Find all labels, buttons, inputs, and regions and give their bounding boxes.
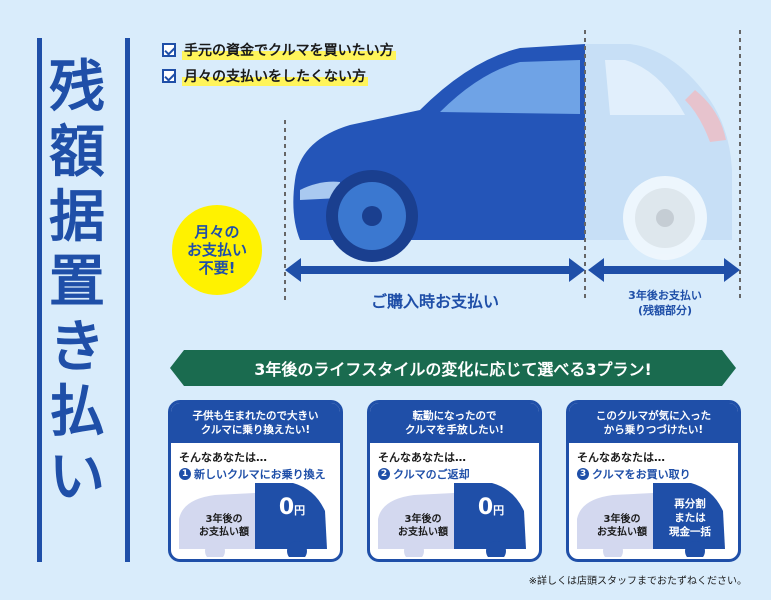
arrow-residual <box>588 258 740 282</box>
vertical-title: 残 額 据 置 き 払 い <box>45 55 109 511</box>
amount-line: 再分割 <box>674 498 706 510</box>
plan-option-text: クルマのご返却 <box>393 468 470 481</box>
title-char: 払 <box>49 379 105 445</box>
plan-option-text: 新しいクルマにお乗り換え <box>194 468 326 481</box>
amount-value: 0 <box>477 495 494 520</box>
title-rule-right <box>125 38 130 562</box>
plan-card-head: 転勤になったので クルマを手放したい! <box>370 403 539 443</box>
title-rule-left <box>37 38 42 562</box>
plans-banner: 3年後のライフスタイルの変化に応じて選べる3プラン! <box>170 350 736 386</box>
check-text: 月々の支払いをしたくない方 <box>182 66 368 86</box>
amount-label-line: お支払い額 <box>199 527 249 538</box>
badge-line: お支払い <box>186 241 247 259</box>
plan-who: そんなあなたは… <box>577 451 665 464</box>
plan-head-line: クルマに乗り換えたい! <box>200 424 311 437</box>
check-text: 手元の資金でクルマを買いたい方 <box>182 40 396 60</box>
plan-head-line: 転勤になったので <box>412 410 497 422</box>
plan-head-line: このクルマが気に入った <box>595 410 712 422</box>
amount-unit: 円 <box>294 504 306 517</box>
amount-line: 現金一括 <box>669 526 711 539</box>
badge-line: 月々の <box>194 223 240 241</box>
plan-amount: 0円 <box>458 495 524 520</box>
plan-head-line: クルマを手放したい! <box>405 424 504 437</box>
title-char: い <box>49 444 105 510</box>
purchase-label: ご購入時お支払い <box>370 292 499 311</box>
amount-value: 0 <box>278 495 295 520</box>
title-char: 残 <box>49 55 105 120</box>
no-monthly-badge: 月々の お支払い 不要! <box>172 205 262 295</box>
plan-amount-label: 3年後の お支払い額 <box>189 513 259 539</box>
number-badge-icon: 1 <box>179 468 191 480</box>
car-silhouette-icon <box>378 483 526 557</box>
check-item-1: 手元の資金でクルマを買いたい方 <box>162 40 396 60</box>
plan-who: そんなあなたは… <box>378 451 466 464</box>
amount-label-line: 3年後の <box>404 514 442 525</box>
residual-label-line: (残額部分) <box>637 304 693 318</box>
amount-line: または <box>674 512 706 525</box>
plan-who: そんなあなたは… <box>179 451 267 464</box>
title-char: き <box>49 314 105 380</box>
amount-label-line: お支払い額 <box>597 527 647 538</box>
plan-amount: 再分割 または 現金一括 <box>657 497 723 540</box>
car-rear-faded <box>585 44 732 260</box>
number-badge-icon: 2 <box>378 468 390 480</box>
amount-label-line: お支払い額 <box>398 527 448 538</box>
title-char: 据 <box>49 184 105 250</box>
title-char: 額 <box>49 119 105 185</box>
checkbox-checked-icon <box>162 69 176 83</box>
residual-label-line: 3年後お支払い <box>628 289 702 302</box>
check-item-2: 月々の支払いをしたくない方 <box>162 66 368 86</box>
footnote: ※詳しくは店頭スタッフまでおたずねください。 <box>528 576 747 587</box>
car-illustration <box>284 30 741 300</box>
amount-label-line: 3年後の <box>603 514 641 525</box>
car-silhouette-icon <box>577 483 725 557</box>
plan-amount-label: 3年後の お支払い額 <box>587 513 657 539</box>
amount-label-line: 3年後の <box>205 514 243 525</box>
title-char: 置 <box>49 249 105 315</box>
plan-amount-label: 3年後の お支払い額 <box>388 513 458 539</box>
checkbox-checked-icon <box>162 43 176 57</box>
plan-card-head: このクルマが気に入った から乗りつづけたい! <box>569 403 738 443</box>
badge-line: 不要! <box>198 259 236 277</box>
number-badge-icon: 3 <box>577 468 589 480</box>
residual-label: 3年後お支払い (残額部分) <box>590 288 740 319</box>
plan-amount: 0円 <box>259 495 325 520</box>
arrow-purchase <box>285 258 585 282</box>
plan-head-line: 子供も生まれたので大きい <box>192 410 319 422</box>
plan-head-line: から乗りつづけたい! <box>603 424 704 437</box>
plan-card-head: 子供も生まれたので大きい クルマに乗り換えたい! <box>171 403 340 443</box>
plan-option-text: クルマをお買い取り <box>592 468 691 481</box>
amount-unit: 円 <box>493 504 505 517</box>
car-front <box>293 44 585 262</box>
car-silhouette-icon <box>179 483 327 557</box>
